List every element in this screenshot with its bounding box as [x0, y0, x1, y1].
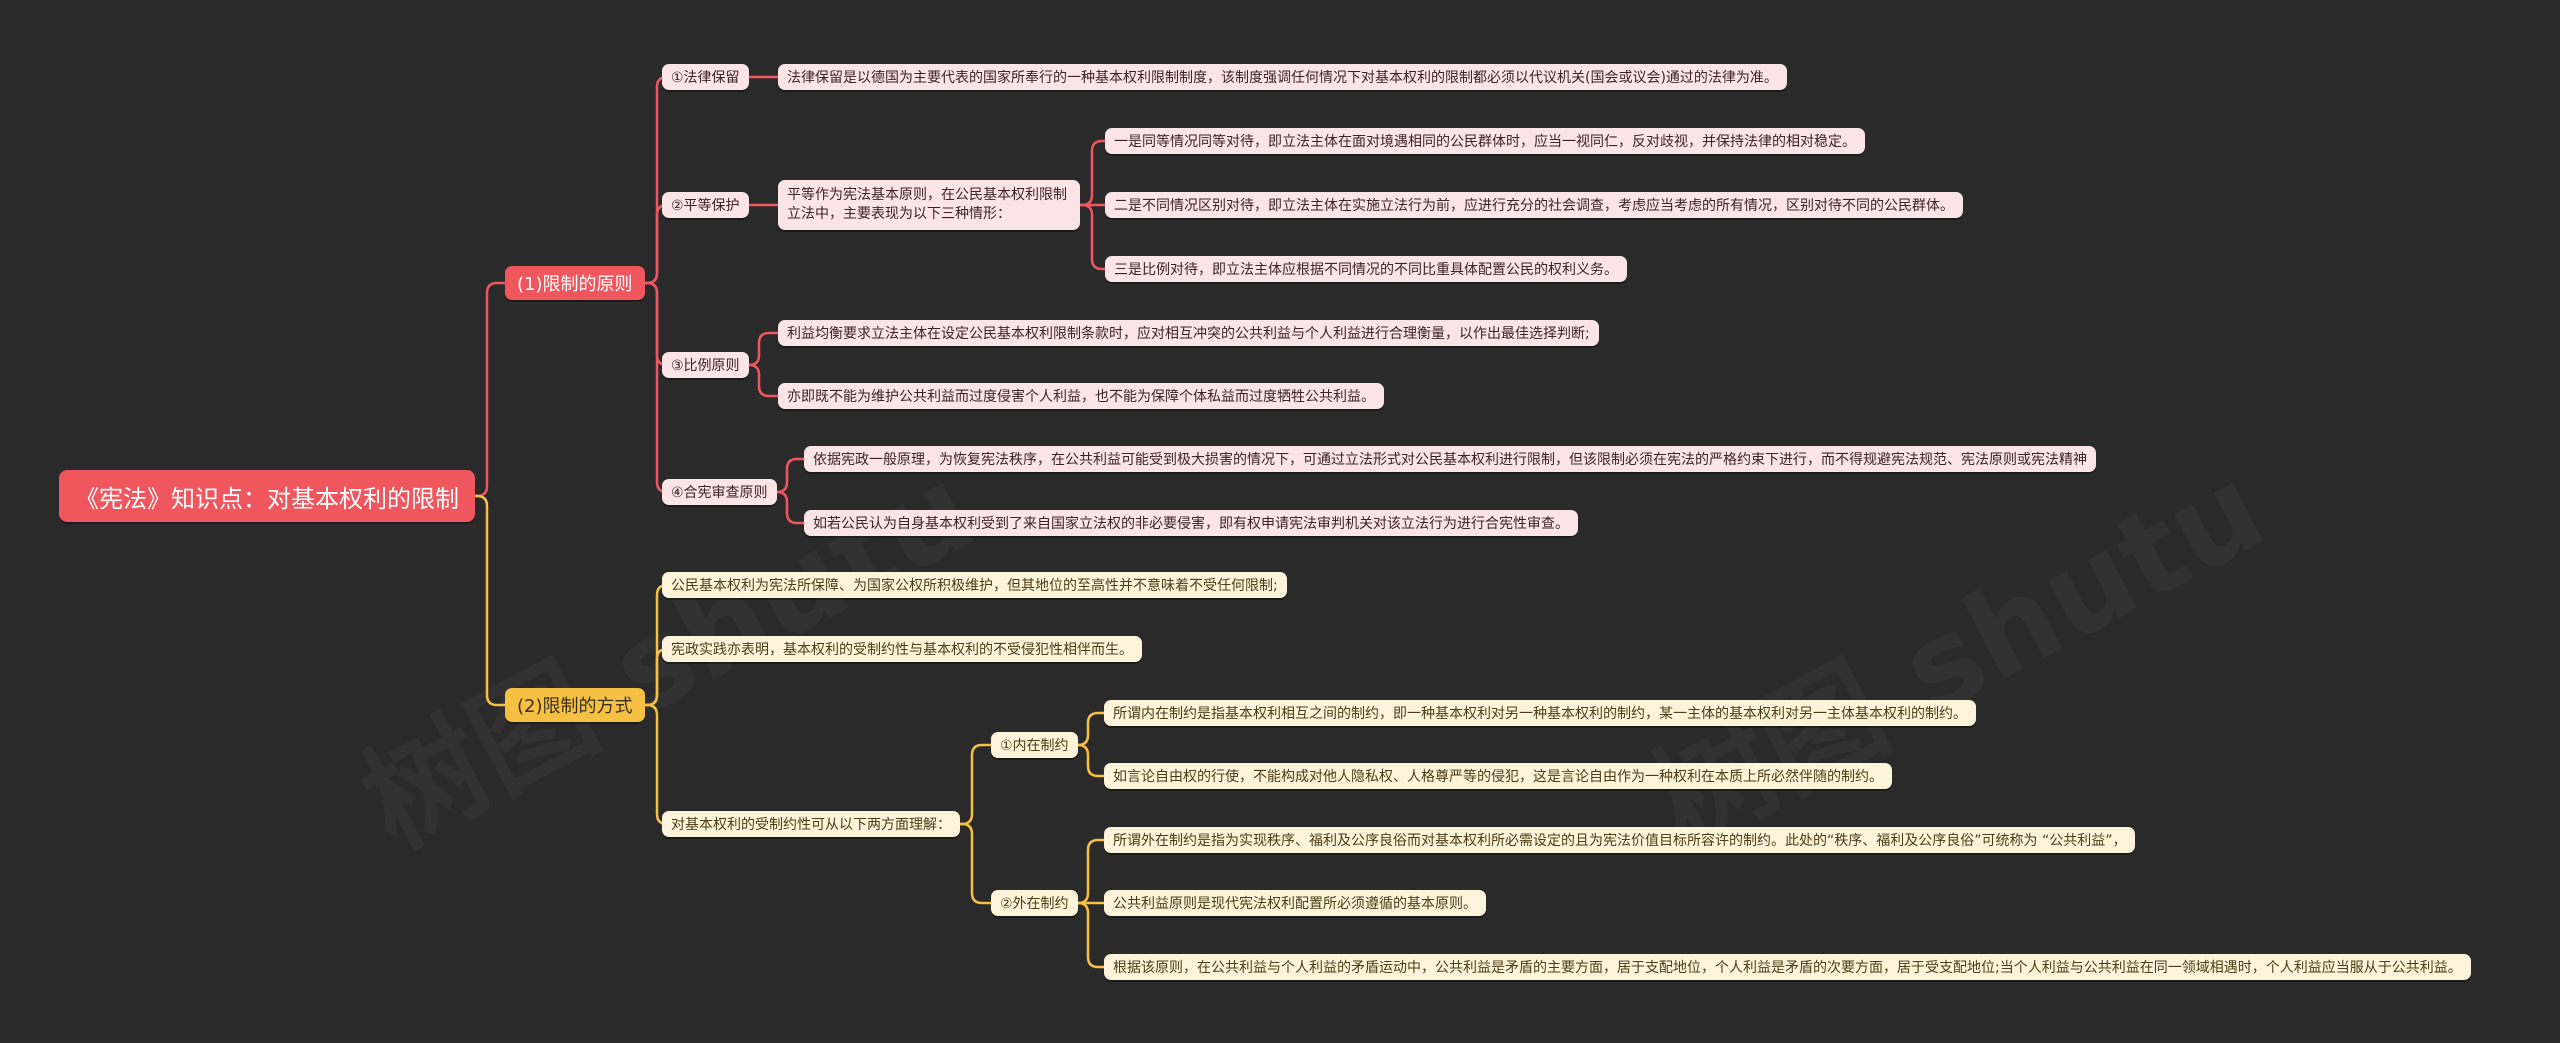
topic-constitutional-review[interactable]: ④合宪审查原则	[662, 479, 777, 505]
connector-line	[1077, 711, 1104, 747]
methods-item-2[interactable]: 宪政实践亦表明，基本权利的受制约性与基本权利的不受侵犯性相伴而生。	[662, 636, 1142, 662]
connector-line	[1077, 901, 1104, 969]
root-topic[interactable]: 《宪法》知识点：对基本权利的限制	[59, 470, 475, 522]
connector-line	[475, 494, 505, 707]
external-constraint-item-2[interactable]: 公共利益原则是现代宪法权利配置所必须遵循的基本原则。	[1104, 890, 1486, 916]
connector-line	[1080, 203, 1105, 271]
topic-equal-protection[interactable]: ②平等保护	[662, 192, 749, 218]
connector-line	[645, 203, 668, 285]
methods-item-1[interactable]: 公民基本权利为宪法所保障、为国家公权所积极维护，但其地位的至高性并不意味着不受任…	[662, 572, 1287, 598]
connector-line	[475, 281, 505, 498]
connector-line	[1080, 139, 1105, 207]
connector-line	[1077, 743, 1104, 778]
topic-understanding[interactable]: 对基本权利的受制约性可从以下两方面理解：	[662, 811, 960, 837]
branch-restriction-principles[interactable]: (1)限制的原则	[505, 266, 645, 300]
connector-line	[960, 743, 991, 826]
topic-internal-constraint[interactable]: ①内在制约	[991, 732, 1078, 758]
connector-line	[645, 703, 668, 826]
proportionality-item-2[interactable]: 亦即既不能为维护公共利益而过度侵害个人利益，也不能为保障个体私益而过度牺牲公共利…	[778, 383, 1384, 409]
topic-legal-reservation[interactable]: ①法律保留	[662, 64, 749, 90]
connector-line	[776, 457, 804, 494]
topic-proportionality[interactable]: ③比例原则	[662, 352, 749, 378]
connector-line	[748, 331, 778, 367]
connector-line	[748, 363, 778, 398]
internal-constraint-item-1[interactable]: 所谓内在制约是指基本权利相互之间的制约，即一种基本权利对另一种基本权利的制约，某…	[1104, 700, 1976, 726]
equal-protection-item-1[interactable]: 一是同等情况同等对待，即立法主体在面对境遇相同的公民群体时，应当一视同仁，反对歧…	[1105, 128, 1865, 154]
note-legal-reservation[interactable]: 法律保留是以德国为主要代表的国家所奉行的一种基本权利限制制度，该制度强调任何情况…	[778, 64, 1787, 90]
external-constraint-item-3[interactable]: 根据该原则，在公共利益与个人利益的矛盾运动中，公共利益是矛盾的主要方面，居于支配…	[1104, 954, 2471, 980]
connector-line	[776, 490, 804, 525]
external-constraint-item-1[interactable]: 所谓外在制约是指为实现秩序、福利及公序良俗而对基本权利所必需设定的且为宪法价值目…	[1104, 827, 2136, 853]
topic-external-constraint[interactable]: ②外在制约	[991, 890, 1078, 916]
internal-constraint-item-2[interactable]: 如言论自由权的行使，不能构成对他人隐私权、人格尊严等的侵犯，这是言论自由作为一种…	[1104, 763, 1892, 789]
equal-protection-item-3[interactable]: 三是比例对待，即立法主体应根据不同情况的不同比重具体配置公民的权利义务。	[1105, 256, 1627, 282]
proportionality-item-1[interactable]: 利益均衡要求立法主体在设定公民基本权利限制条款时，应对相互冲突的公共利益与个人利…	[778, 320, 1599, 346]
equal-protection-item-2[interactable]: 二是不同情况区别对待，即立法主体在实施立法行为前，应进行充分的社会调查，考虑应当…	[1105, 192, 1963, 218]
constitutional-review-item-2[interactable]: 如若公民认为自身基本权利受到了来自国家立法权的非必要侵害，即有权申请宪法审判机关…	[804, 510, 1578, 536]
constitutional-review-item-1[interactable]: 依据宪政一般原理，为恢复宪法秩序，在公共利益可能受到极大损害的情况下，可通过立法…	[804, 446, 2096, 472]
note-equal-protection-intro[interactable]: 平等作为宪法基本原则，在公民基本权利限制立法中，主要表现为以下三种情形：	[778, 180, 1080, 230]
connector-line	[645, 281, 668, 494]
branch-restriction-methods[interactable]: (2)限制的方式	[505, 688, 645, 722]
connector-line	[960, 822, 991, 905]
connector-line	[1077, 838, 1104, 905]
